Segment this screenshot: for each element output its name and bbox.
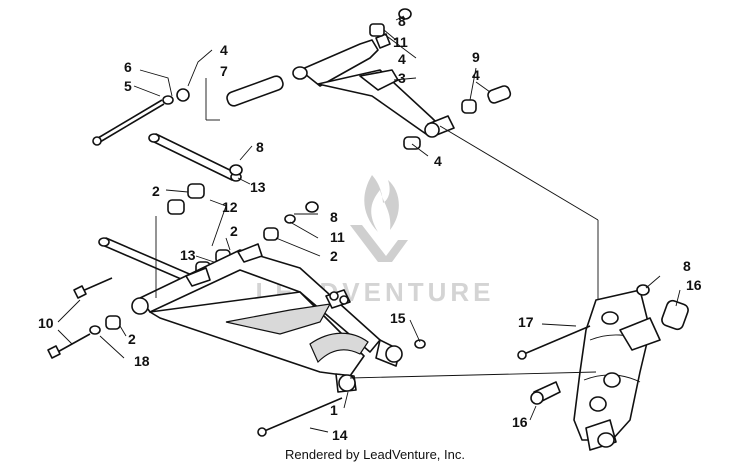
callout-13-low: 13 <box>180 247 196 263</box>
callouts: 8 11 4 3 4 7 6 5 9 4 4 8 13 2 12 2 8 11 … <box>38 13 702 443</box>
callout-8-top: 8 <box>398 13 406 29</box>
lower-hardware <box>47 277 426 437</box>
callout-8-mid: 8 <box>330 209 338 225</box>
callout-4-top: 4 <box>398 51 406 67</box>
callout-2-right: 2 <box>330 248 338 264</box>
callout-14: 14 <box>332 427 348 443</box>
callout-13-top: 13 <box>250 179 266 195</box>
callout-2-link: 2 <box>152 183 160 199</box>
callout-10: 10 <box>38 315 54 331</box>
callout-9: 9 <box>472 49 480 65</box>
upper-a-arm <box>292 33 455 138</box>
callout-6: 6 <box>124 59 132 75</box>
callout-12: 12 <box>222 199 238 215</box>
spindle <box>517 284 689 451</box>
callout-17: 17 <box>518 314 534 330</box>
callout-11-mid: 11 <box>330 229 345 245</box>
upper-hardware <box>92 8 512 150</box>
callout-3: 3 <box>398 70 406 86</box>
watermark-logo <box>350 175 408 262</box>
alignment-lines <box>155 78 599 379</box>
callout-4-mid: 4 <box>434 153 442 169</box>
leader-lines <box>57 15 681 433</box>
callout-4-left: 4 <box>220 42 228 58</box>
callout-2-low: 2 <box>128 331 136 347</box>
callout-16-low: 16 <box>512 414 528 430</box>
callout-16-top: 16 <box>686 277 702 293</box>
callout-5: 5 <box>124 78 132 94</box>
callout-4-right: 4 <box>472 67 480 83</box>
callout-7: 7 <box>220 63 228 79</box>
callout-18: 18 <box>134 353 150 369</box>
callout-8-link: 8 <box>256 139 264 155</box>
callout-11-top: 11 <box>393 34 408 50</box>
callout-1: 1 <box>330 402 338 418</box>
lower-a-arm <box>131 243 403 393</box>
render-credit: Rendered by LeadVenture, Inc. <box>285 447 465 462</box>
callout-2-mid: 2 <box>230 223 238 239</box>
callout-15: 15 <box>390 310 406 326</box>
callout-8-spindle: 8 <box>683 258 691 274</box>
